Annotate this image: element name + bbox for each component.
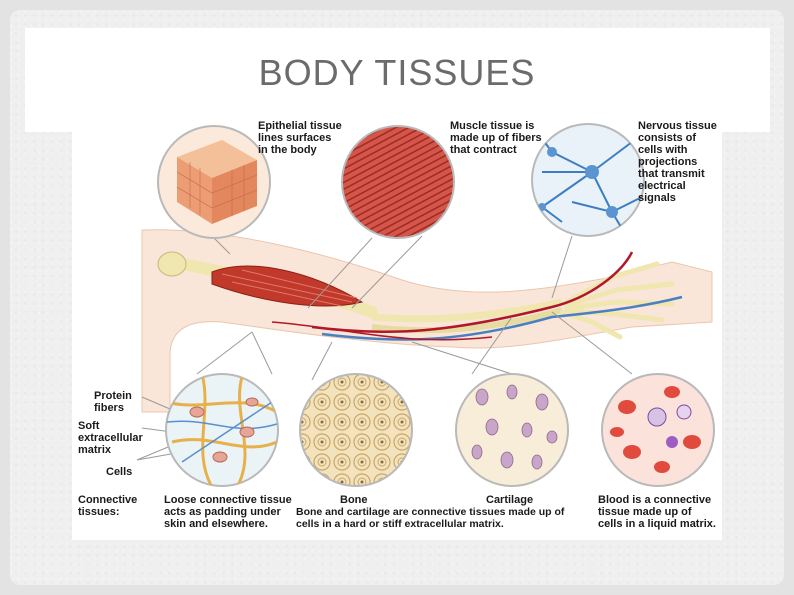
blood-circle bbox=[601, 373, 715, 487]
cartilage-label: Cartilage bbox=[486, 494, 534, 506]
epithelial-tissue-circle bbox=[157, 125, 271, 239]
nervous-tissue-circle bbox=[531, 123, 645, 237]
branch-artery bbox=[271, 321, 493, 341]
shoulder-joint bbox=[157, 251, 187, 277]
cells-label: Cells bbox=[106, 466, 133, 478]
nervous-label: Nervous tissue consists of cells with pr… bbox=[638, 120, 717, 204]
loose-connective-circle bbox=[165, 373, 279, 487]
cartilage-circle bbox=[455, 373, 569, 487]
anatomy-illustration bbox=[136, 123, 715, 487]
bone-circle bbox=[299, 373, 413, 487]
connective-tissues-label: Connective tissues: bbox=[78, 494, 138, 518]
callout-lines bbox=[136, 235, 633, 461]
muscle-striations bbox=[221, 269, 358, 307]
artery bbox=[311, 251, 634, 334]
bone-cartilage-caption: Bone and cartilage are connective tissue… bbox=[296, 506, 565, 530]
muscle-tissue-circle bbox=[341, 125, 455, 239]
loose-connective-label: Loose connective tissue acts as padding … bbox=[164, 494, 292, 530]
blood-label: Blood is a connective tissue made up of … bbox=[598, 494, 716, 530]
arm-illustration bbox=[141, 229, 713, 413]
slide-title: BODY TISSUES bbox=[258, 52, 536, 93]
radius-bone bbox=[371, 298, 563, 323]
bone-label: Bone bbox=[340, 494, 368, 506]
protein-fibers-label: Protein fibers bbox=[94, 390, 132, 414]
epithelial-label: Epithelial tissue lines surfaces in the … bbox=[258, 120, 342, 156]
soft-matrix-label: Soft extracellular matrix bbox=[78, 420, 143, 456]
ulna-bone bbox=[371, 307, 563, 334]
muscle-label: Muscle tissue is made up of fibers that … bbox=[450, 120, 542, 156]
body-tissues-figure: Epithelial tissue lines surfaces in the … bbox=[72, 112, 722, 540]
vein bbox=[321, 295, 683, 341]
